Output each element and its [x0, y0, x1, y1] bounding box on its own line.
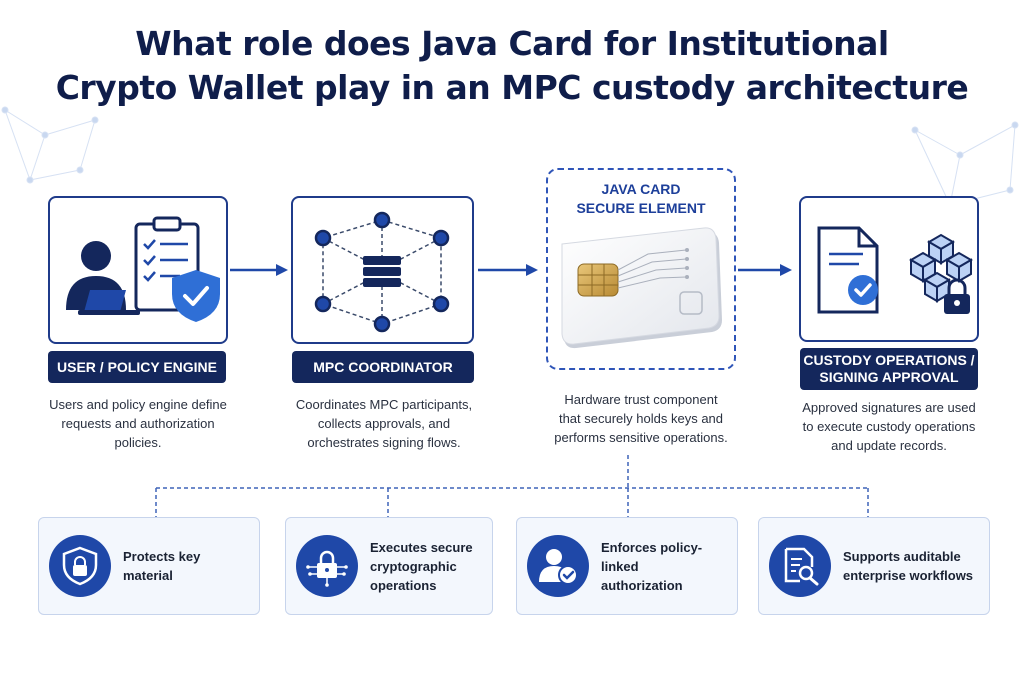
user-clipboard-shield-icon	[66, 216, 220, 322]
stage-description-user-policy-engine: Users and policy engine define requests …	[49, 397, 227, 450]
document-search-icon	[769, 535, 831, 597]
feature-card-enforces-authorization: Enforces policy-linked authorization	[516, 517, 738, 615]
stage-description-mpc-coordinator: Coordinates MPC participants, collects a…	[295, 397, 473, 450]
feature-text: Enforces policy-linked authorization	[601, 539, 703, 593]
custody-operations-box	[799, 196, 979, 342]
flow-arrow-1	[230, 264, 288, 276]
stage-description-java-card: Hardware trust component that securely h…	[554, 392, 728, 445]
stage-description-custody-operations: Approved signatures are used to execute …	[802, 400, 976, 453]
lock-circuit-icon	[296, 535, 358, 597]
mpc-coordinator-box	[291, 196, 474, 344]
network-decoration-left	[1, 106, 99, 184]
stage-label-mpc-coordinator: MPC COORDINATOR	[292, 351, 474, 383]
feature-text: Protects key material	[123, 549, 201, 583]
title-line-1: What role does Java Card for Institution…	[135, 24, 889, 63]
stage-label-user-policy-engine: USER / POLICY ENGINE	[48, 351, 226, 383]
feature-connectors	[155, 455, 869, 517]
feature-text: Supports auditable enterprise workflows	[843, 549, 974, 583]
user-check-icon	[527, 535, 589, 597]
flow-arrow-3	[738, 264, 792, 276]
shield-lock-icon	[49, 535, 111, 597]
flow-arrow-2	[478, 264, 538, 276]
smart-card-chip-icon	[561, 227, 722, 349]
user-policy-engine-box	[48, 196, 228, 344]
feature-card-executes-secure-operations: Executes secure cryptographic operations	[285, 517, 493, 615]
stage-label-java-card: JAVA CARD SECURE ELEMENT	[576, 181, 706, 216]
title-line-2: Crypto Wallet play in an MPC custody arc…	[55, 68, 969, 107]
stage-label-custody-operations: CUSTODY OPERATIONS / SIGNING APPROVAL	[800, 348, 978, 390]
mpc-network-icon	[314, 211, 450, 333]
feature-card-protects-key-material: Protects key material	[38, 517, 260, 615]
document-blocks-lock-icon	[817, 226, 973, 314]
feature-card-supports-auditable-workflows: Supports auditable enterprise workflows	[758, 517, 990, 615]
feature-text: Executes secure cryptographic operations	[370, 539, 473, 593]
page-title: What role does Java Card for Institution…	[0, 22, 1024, 110]
